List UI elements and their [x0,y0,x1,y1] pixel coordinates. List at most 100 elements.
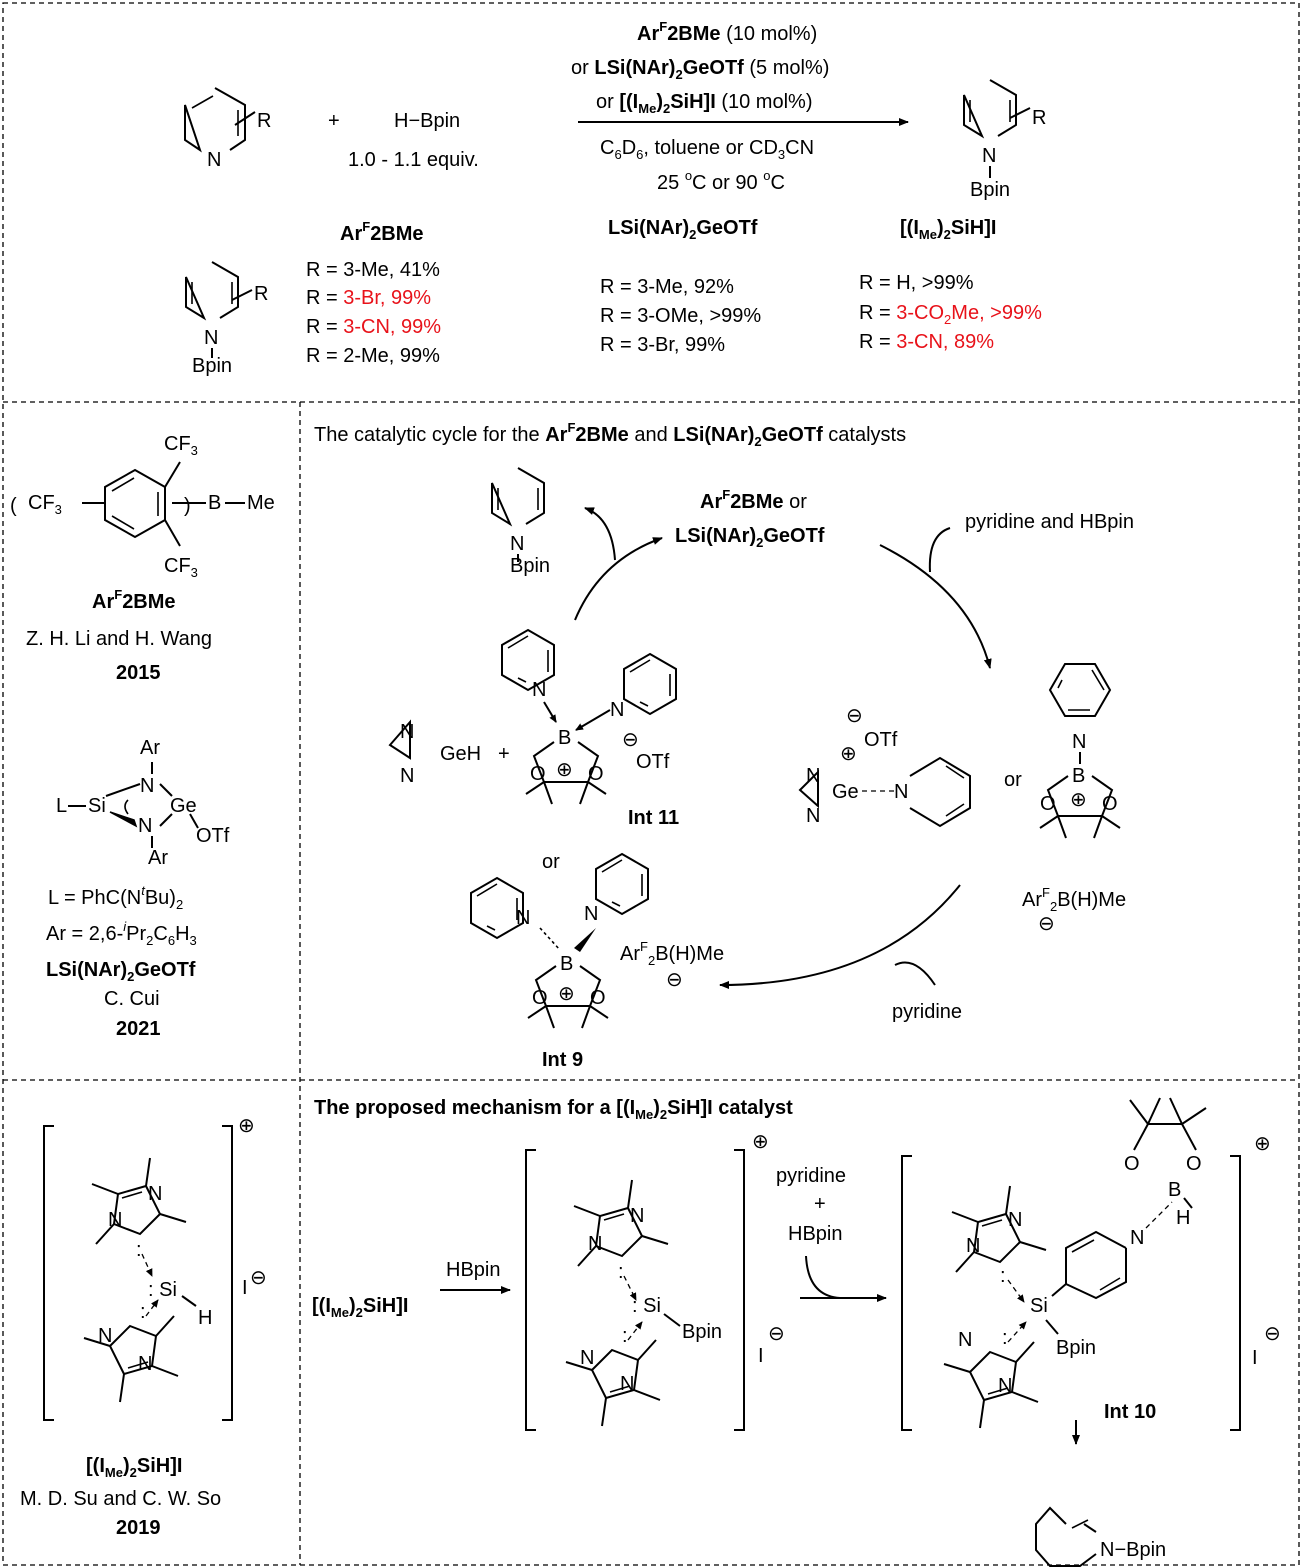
si-bpin-intermediate: ⊕ I ⊖ N N : : Si Bpin N N : [525,1131,785,1431]
svg-text:B: B [558,727,571,749]
svg-text:N: N [958,1329,972,1351]
svg-text:+: + [814,1193,826,1215]
heading-arf-results: ArF2BMe [340,219,424,245]
svg-text:CF3: CF3 [164,555,198,580]
svg-text:N: N [532,679,546,701]
mechanism-heading: The proposed mechanism for a [(IMe)2SiH]… [314,1097,793,1122]
svg-text:N: N [982,145,996,167]
svg-text::: : [1002,1327,1008,1349]
result-ge-1: R = 3-Me, 92% [600,276,734,298]
svg-text:LSi(NAr)2GeOTf: LSi(NAr)2GeOTf [675,525,825,550]
svg-text::: : [622,1325,628,1347]
int11-label: Int 11 [628,807,679,829]
si-catalyst-structure: ⊕ I ⊖ N N : : Si H N N : [43,1115,267,1421]
results-ge: R = 3-Me, 92% R = 3-OMe, >99% R = 3-Br, … [600,276,761,356]
svg-text:N: N [630,1205,644,1227]
heading-si-results: [(IMe)2SiH]I [900,217,996,242]
mech-hbpin-label: HBpin [446,1259,500,1281]
svg-text:N: N [584,903,598,925]
svg-text:or LSi(NAr)2GeOTf (5 mol%): or LSi(NAr)2GeOTf (5 mol%) [571,57,829,82]
svg-text:N: N [204,327,218,349]
svg-text:B: B [208,492,221,514]
int9-structure: N N B O O ⊕ ArF2B(H)Me ⊖ [470,853,724,1029]
svg-text:: Si: : Si [148,1279,177,1301]
result-arf-2: R = 3-Br, 99% [306,287,431,309]
svg-text:⊕: ⊕ [558,983,575,1005]
ge-authors: C. Cui [104,988,160,1010]
svg-text:25 oC or 90 oC: 25 oC or 90 oC [657,168,785,194]
svg-text:: Si: : Si [632,1295,661,1317]
results-si: R = H, >99% R = 3-CO2Me, >99% R = 3-CN, … [859,272,1042,353]
substituent-r: R [257,110,271,132]
arf-catalyst-label: ArF2BMe [92,587,176,613]
result-si-3: R = 3-CN, 89% [859,331,994,353]
svg-text:ArF2BMe or: ArF2BMe or [700,487,807,513]
svg-text:ArF2B(H)Me: ArF2B(H)Me [1022,885,1126,914]
pyridine-borenium: N B O O ⊕ ArF2B(H)Me ⊖ [1022,663,1126,935]
svg-text:Bpin: Bpin [192,355,232,377]
cond-loading-1: (10 mol%) [726,23,817,45]
svg-text:O: O [532,987,548,1009]
svg-text:⊕: ⊕ [238,1115,255,1137]
result-arf-1: R = 3-Me, 41% [306,259,440,281]
svg-text:O: O [1124,1153,1140,1175]
svg-text:OTf: OTf [636,751,670,773]
svg-text:⊕: ⊕ [556,759,573,781]
svg-text:⊖: ⊖ [1038,913,1055,935]
svg-text:O: O [590,987,606,1009]
svg-text:⊖: ⊖ [1264,1323,1281,1345]
results-arf: R = 3-Me, 41% R = 3-Br, 99% R = 3-CN, 99… [306,259,441,367]
svg-text:R: R [1032,107,1046,129]
svg-text:C6D6, toluene or CD3CN: C6D6, toluene or CD3CN [600,137,814,162]
result-si-2: R = 3-CO2Me, >99% [859,302,1042,327]
cycle-product-dhp: N Bpin [491,467,550,577]
cycle-or-1: or [542,851,560,873]
svg-text:⊕: ⊕ [1254,1133,1271,1155]
generic-product-structure: N Bpin R [185,261,268,377]
svg-text:Si: Si [1030,1295,1048,1317]
svg-text:L: L [56,795,67,817]
int9-label: Int 9 [542,1049,583,1071]
svg-text:N: N [510,533,524,555]
reaction-conditions: ArF2BMe (10 mol%) or LSi(NAr)2GeOTf (5 m… [571,19,909,194]
svg-text:⊖: ⊖ [250,1267,267,1289]
svg-text:Bpin: Bpin [970,179,1010,201]
result-si-1: R = H, >99% [859,272,974,294]
svg-text:ArF2BMe (10 mol%): ArF2BMe (10 mol%) [637,19,817,45]
int10-structure: ⊕ I ⊖ N N : Si Bpin N N : N B H O O [901,1097,1281,1431]
svg-text:O: O [588,763,604,785]
svg-text:N: N [148,1183,162,1205]
arf-year: 2015 [116,662,161,684]
svg-text:Si: Si [88,795,106,817]
final-product-dhp: N−Bpin [1035,1506,1166,1567]
arf-catalyst-structure: CF3 CF3 CF3 ( ) B Me [10,433,275,580]
svg-text:O: O [1040,793,1056,815]
svg-text::: : [618,1261,624,1283]
svg-text:I: I [1252,1347,1258,1369]
product-dihydropyridine: N Bpin R [963,79,1046,201]
cond-loading-2: (5 mol%) [749,57,829,79]
svg-text:): ) [184,495,191,517]
svg-text:⊕: ⊕ [1070,789,1087,811]
svg-text:OTf: OTf [196,825,230,847]
svg-text:Bpin: Bpin [682,1321,722,1343]
svg-text:GeH: GeH [440,743,481,765]
svg-text:⊖: ⊖ [768,1323,785,1345]
svg-text:⊕: ⊕ [752,1131,769,1153]
svg-text:N: N [610,699,624,721]
ge-Ar-definition: Ar = 2,6-iPr2C6H3 [46,919,197,948]
cycle-or-2: or [1004,769,1022,791]
svg-text:N: N [138,815,152,837]
svg-text:Ge: Ge [832,781,859,803]
plus-sign: + [328,110,340,132]
svg-text:N: N [98,1325,112,1347]
reagent-equiv: 1.0 - 1.1 equiv. [348,149,479,171]
svg-text:Ge: Ge [170,795,197,817]
svg-text:OTf: OTf [864,729,898,751]
result-arf-4: R = 2-Me, 99% [306,345,440,367]
heading-ge-results: LSi(NAr)2GeOTf [608,217,758,242]
svg-text:⊖: ⊖ [666,969,683,991]
int11-structure: N N GeH + N N B O O ⊕ ⊖ OTf [388,629,677,805]
